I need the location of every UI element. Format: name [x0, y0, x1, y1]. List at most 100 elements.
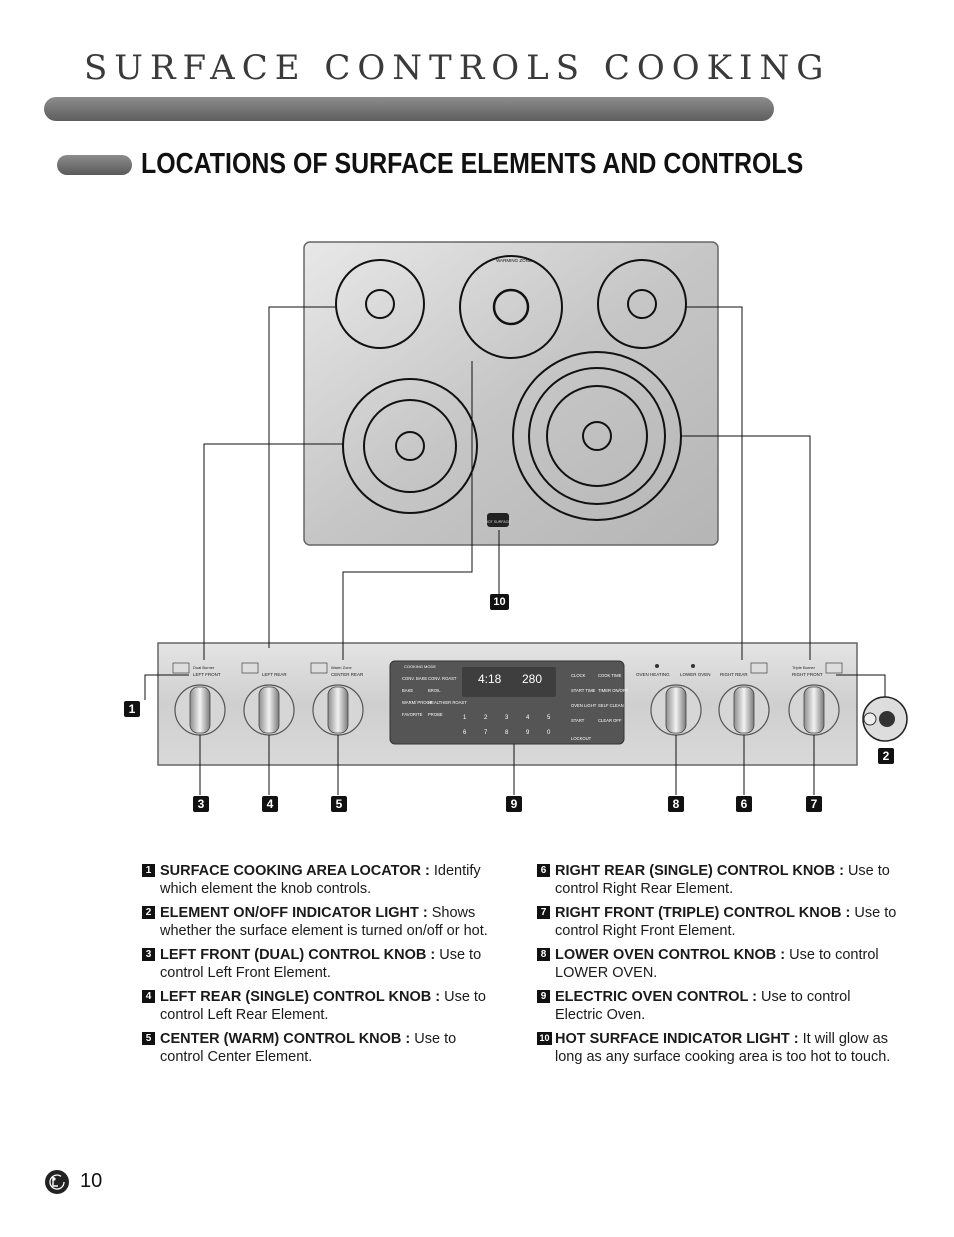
knob-center-label: CENTER REAR	[331, 672, 364, 677]
legend-num: 3	[142, 948, 155, 961]
left-front-element	[342, 378, 478, 514]
callout-9: 9	[506, 796, 522, 812]
cooktop-diagram: WARMING ZONE HOT SURFACE Dual Burner LEF…	[144, 241, 908, 795]
legend-num: 1	[142, 864, 155, 877]
knob-left-rear-label: LEFT REAR	[262, 672, 287, 677]
legend-desc: Use to control Center Element.	[160, 1031, 457, 1065]
oven-key: SELF CLEAN	[598, 703, 624, 708]
legend-num: 2	[142, 906, 155, 919]
legend-item-3: 3 LEFT FRONT (DUAL) CONTROL KNOB : Use t…	[142, 946, 502, 982]
legend-num: 9	[537, 990, 550, 1003]
title-bar	[44, 97, 774, 121]
knob-right-rear-label: RIGHT REAR	[720, 672, 748, 677]
legend-num: 4	[142, 990, 155, 1003]
page-number: 10	[80, 1170, 103, 1192]
subtitle-pill	[57, 155, 132, 175]
legend-item-4: 4 LEFT REAR (SINGLE) CONTROL KNOB : Use …	[142, 988, 502, 1024]
legend-num: 7	[537, 906, 550, 919]
oven-key: OVEN LIGHT	[571, 703, 597, 708]
oven-key: TIMER ON/OFF	[598, 688, 628, 693]
temp-display: 280	[522, 672, 542, 686]
lower-oven-label: LOWER OVEN	[680, 672, 711, 677]
knob-right-front	[788, 684, 840, 736]
knob-right-rear	[718, 684, 770, 736]
leader-indicator	[836, 674, 886, 697]
legend-label: HOT SURFACE INDICATOR LIGHT :	[555, 1031, 799, 1047]
legend-item-5: 5 CENTER (WARM) CONTROL KNOB : Use to co…	[142, 1030, 502, 1066]
callout-10: 10	[490, 594, 509, 610]
oven-key: PROBE	[428, 712, 443, 717]
legend-label: SURFACE COOKING AREA LOCATOR :	[160, 863, 430, 879]
legend-desc: Use to control Left Rear Element.	[160, 989, 486, 1023]
legend-item-6: 6 RIGHT REAR (SINGLE) CONTROL KNOB : Use…	[537, 862, 897, 898]
leader-center	[342, 361, 473, 660]
oven-digit-key: 5	[547, 715, 551, 721]
oven-heating-label: OVEN HEATING	[636, 672, 670, 677]
legend-desc: Use to control Right Rear Element.	[555, 863, 890, 897]
knob-left-rear	[243, 684, 295, 736]
oven-key: LOCKOUT	[571, 736, 592, 741]
oven-digit-key: 0	[547, 730, 551, 736]
legend-desc: Use to control Electric Oven.	[555, 989, 851, 1023]
legend-item-7: 7 RIGHT FRONT (TRIPLE) CONTROL KNOB : Us…	[537, 904, 897, 940]
legend-item-8: 8 LOWER OVEN CONTROL KNOB : Use to contr…	[537, 946, 897, 982]
leader-locator	[144, 674, 189, 700]
legend-desc: It will glow as long as any surface cook…	[555, 1031, 891, 1065]
center-warm-element	[459, 255, 563, 359]
oven-key: HEALTHIER ROAST	[428, 700, 467, 705]
lg-logo-icon	[45, 1170, 69, 1194]
section-subtitle: LOCATIONS OF SURFACE ELEMENTS AND CONTRO…	[141, 148, 804, 180]
oven-digit-key: 8	[505, 730, 509, 736]
oven-key: CLOCK	[571, 673, 586, 678]
oven-key: BAKE	[402, 688, 413, 693]
legend-item-9: 9 ELECTRIC OVEN CONTROL : Use to control…	[537, 988, 897, 1024]
legend-num: 8	[537, 948, 550, 961]
oven-digit-key: 4	[526, 715, 530, 721]
legend-label: CENTER (WARM) CONTROL KNOB :	[160, 1031, 411, 1047]
legend-item-1: 1 SURFACE COOKING AREA LOCATOR : Identif…	[142, 862, 502, 898]
oven-key: FAVORITE	[402, 712, 423, 717]
knob-center-top: Warm Zone	[331, 665, 353, 670]
legend-num: 6	[537, 864, 550, 877]
callout-8: 8	[668, 796, 684, 812]
callout-5: 5	[331, 796, 347, 812]
legend-item-10: 10 HOT SURFACE INDICATOR LIGHT : It will…	[537, 1030, 897, 1066]
leader-left-rear	[268, 306, 336, 648]
callout-1: 1	[124, 701, 140, 717]
knob-right-front-label: RIGHT FRONT	[792, 672, 823, 677]
callout-2: 2	[878, 748, 894, 764]
oven-control-panel	[389, 660, 625, 745]
knob-right-front-top: Triple Burner	[792, 665, 816, 670]
oven-digit-key: 7	[484, 730, 488, 736]
callout-6: 6	[736, 796, 752, 812]
right-rear-element	[597, 259, 687, 349]
callout-4: 4	[262, 796, 278, 812]
oven-key: CONV. BAKE	[402, 676, 427, 681]
cooktop-surface	[303, 241, 719, 546]
cooking-mode-label: COOKING MODE	[404, 664, 436, 669]
left-rear-element	[335, 259, 425, 349]
knob-lower-oven	[650, 684, 702, 736]
callout-7: 7	[806, 796, 822, 812]
knob-left-front	[174, 684, 226, 736]
legend-num: 5	[142, 1032, 155, 1045]
oven-key: CLEAR OFF	[598, 718, 622, 723]
knob-left-front-top: Dual Burner	[193, 665, 215, 670]
page-title: SURFACE CONTROLS COOKING	[84, 48, 831, 88]
oven-key: START TIME	[571, 688, 596, 693]
legend-label: LOWER OVEN CONTROL KNOB :	[555, 947, 786, 963]
knob-left-front-label: LEFT FRONT	[193, 672, 221, 677]
oven-key: WARM/ PROOF	[402, 700, 433, 705]
hot-surface-indicator	[487, 513, 509, 527]
legend-label: LEFT REAR (SINGLE) CONTROL KNOB :	[160, 989, 441, 1005]
oven-key: BROIL	[428, 688, 441, 693]
oven-digit-key: 3	[505, 715, 509, 721]
clock-display: 4:18	[478, 672, 502, 686]
oven-digit-key: 6	[463, 730, 467, 736]
oven-key: START	[571, 718, 585, 723]
legend-num: 10	[537, 1032, 552, 1045]
oven-display	[462, 667, 556, 697]
oven-digit-key: 9	[526, 730, 530, 736]
legend-desc: Shows whether the surface element is tur…	[160, 905, 488, 939]
warming-zone-text: WARMING ZONE	[496, 258, 532, 263]
